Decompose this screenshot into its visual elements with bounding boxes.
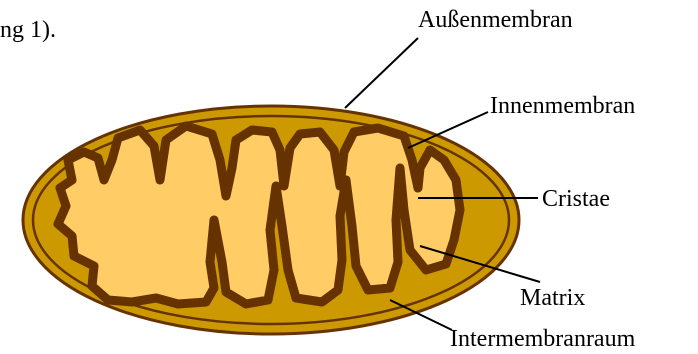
outer-membrane-leader — [345, 38, 418, 108]
label-outer-membrane: Außenmembran — [418, 7, 573, 33]
label-inner-membrane: Innenmembran — [490, 93, 635, 119]
caption-fragment: ng 1). — [0, 17, 56, 43]
label-matrix: Matrix — [520, 285, 585, 311]
label-cristae: Cristae — [542, 186, 610, 212]
label-intermembrane-space: Intermembranraum — [450, 326, 636, 352]
